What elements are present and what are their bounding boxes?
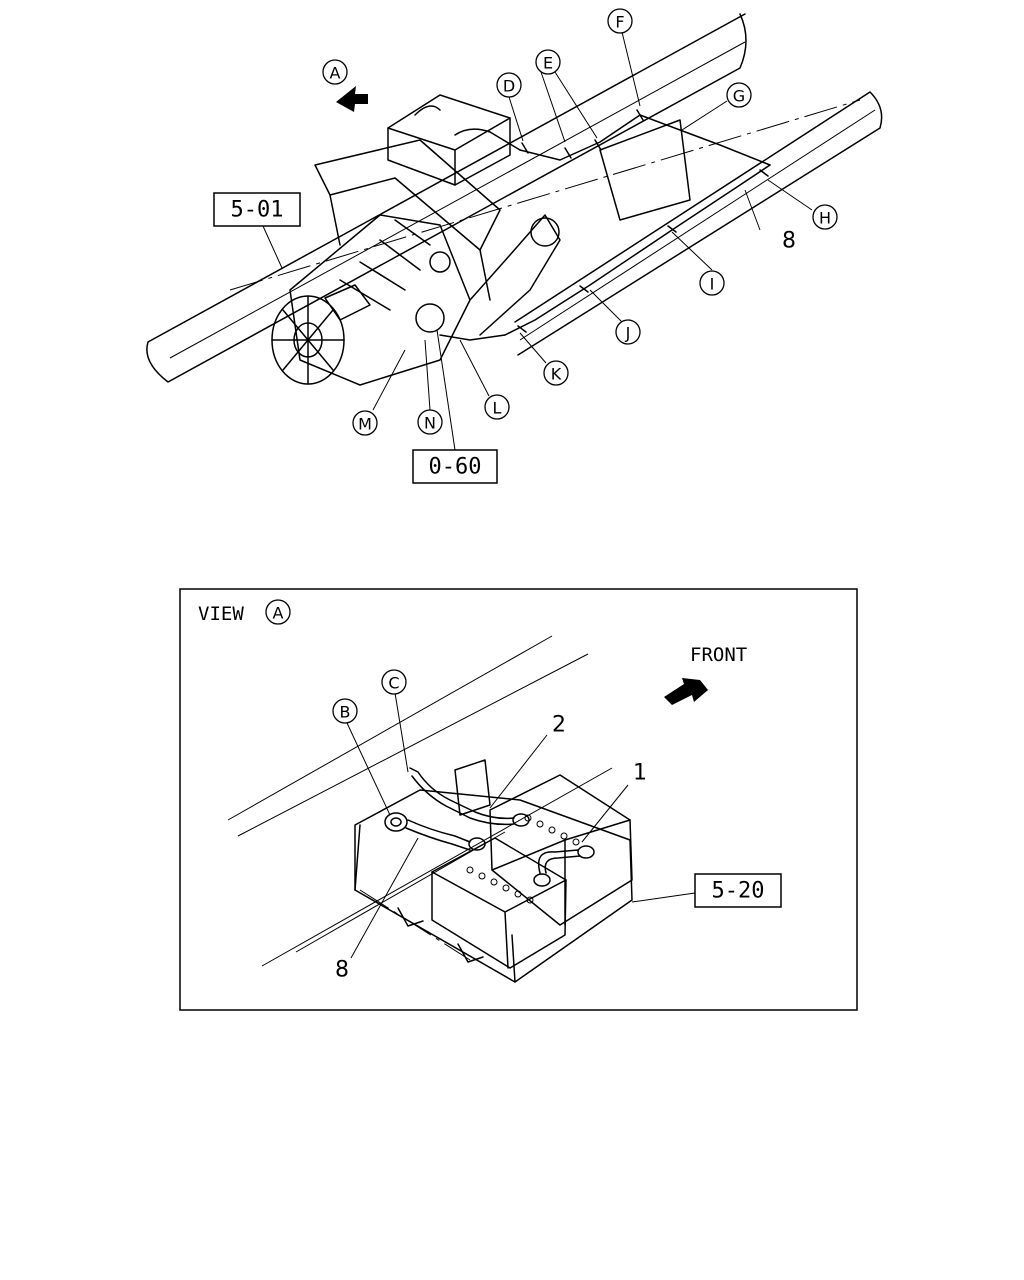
callout-n: N [417, 409, 443, 435]
view-a-frame [179, 588, 858, 1011]
callout-c: C [381, 669, 407, 695]
callout-d: D [496, 72, 522, 98]
reference-5-01: 5-01 [213, 192, 301, 227]
svg-text:E: E [543, 54, 553, 73]
callout-j: J [615, 319, 641, 345]
view-a-title: VIEW [198, 603, 244, 625]
callout-l: L [484, 394, 510, 420]
svg-text:F: F [615, 13, 624, 32]
view-a-title-marker: A [265, 599, 291, 625]
svg-text:N: N [424, 414, 436, 433]
svg-text:G: G [733, 87, 745, 106]
svg-text:D: D [503, 77, 515, 96]
view-a-marker: A [322, 59, 348, 85]
callout-m: M [352, 410, 378, 436]
svg-text:C: C [388, 674, 399, 693]
part-number-8-view-a: 8 [335, 958, 349, 983]
battery-view-illustration [227, 635, 633, 983]
front-label: FRONT [690, 644, 747, 666]
part-number-8-upper: 8 [782, 229, 796, 254]
svg-text:5-01: 5-01 [231, 198, 284, 223]
svg-text:0-60: 0-60 [429, 455, 482, 480]
callout-i: I [699, 270, 725, 296]
callout-b: B [332, 698, 358, 724]
svg-text:B: B [340, 703, 351, 722]
svg-text:I: I [710, 275, 715, 294]
svg-text:K: K [551, 365, 562, 384]
callout-h: H [812, 204, 838, 230]
part-number-2: 2 [552, 713, 566, 738]
callout-e: E [535, 49, 561, 75]
svg-text:J: J [625, 324, 631, 343]
svg-text:A: A [273, 604, 284, 623]
svg-text:M: M [358, 415, 372, 434]
reference-5-20: 5-20 [694, 873, 782, 908]
callout-g: G [726, 82, 752, 108]
svg-text:H: H [819, 209, 831, 228]
callout-f: F [607, 8, 633, 34]
svg-text:L: L [493, 399, 502, 418]
leader-lines-upper [262, 31, 813, 451]
callout-k: K [543, 360, 569, 386]
part-number-1: 1 [633, 761, 647, 786]
front-arrow-icon [664, 678, 708, 705]
svg-text:A: A [330, 64, 341, 83]
reference-0-60: 0-60 [412, 449, 498, 484]
chassis-assembly-illustration [146, 13, 883, 386]
leader-lines-view-a [346, 692, 696, 959]
svg-text:5-20: 5-20 [712, 879, 765, 904]
